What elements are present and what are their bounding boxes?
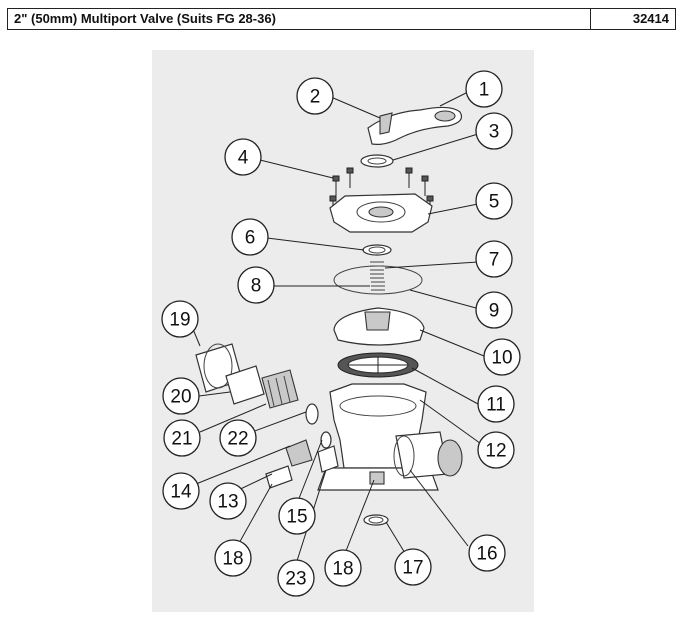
callout-label: 8 [251, 276, 262, 297]
o-ring-part [362, 244, 392, 256]
callout-7: 7 [475, 240, 513, 278]
callout-12: 12 [477, 431, 515, 469]
drain-plug-part [317, 445, 339, 473]
callout-16: 16 [468, 534, 506, 572]
callout-5: 5 [475, 182, 513, 220]
sight-glass-insert-part [265, 465, 293, 489]
callout-6: 6 [231, 218, 269, 256]
callout-18b: 18 [214, 539, 252, 577]
callout-label: 3 [489, 122, 500, 143]
callout-17: 17 [394, 548, 432, 586]
callout-label: 17 [402, 558, 423, 579]
valve-cover-part [329, 193, 433, 233]
callout-3: 3 [475, 112, 513, 150]
callout-10: 10 [483, 338, 521, 376]
callout-18a: 18 [324, 549, 362, 587]
callout-label: 23 [285, 569, 306, 590]
bottom-o-ring-part [363, 514, 389, 526]
callout-22: 22 [219, 419, 257, 457]
washer-part [360, 154, 394, 168]
callout-8: 8 [237, 266, 275, 304]
union-o-ring-part [305, 403, 319, 425]
callout-label: 7 [489, 250, 500, 271]
callout-label: 22 [227, 429, 248, 450]
callout-14: 14 [162, 472, 200, 510]
callout-label: 4 [238, 148, 249, 169]
part-code: 32414 [632, 11, 669, 26]
sight-glass-part [285, 439, 313, 467]
callout-label: 15 [286, 507, 307, 528]
callout-label: 5 [489, 192, 500, 213]
callout-label: 9 [489, 301, 500, 322]
threaded-fitting-part [261, 369, 299, 409]
callout-label: 21 [171, 429, 192, 450]
callout-label: 10 [491, 348, 512, 369]
callout-label: 18 [332, 559, 353, 580]
callout-15: 15 [278, 497, 316, 535]
callout-label: 11 [486, 395, 506, 416]
callout-label: 12 [485, 441, 506, 462]
callout-21: 21 [163, 419, 201, 457]
callout-label: 6 [245, 228, 256, 249]
spider-gasket-part [337, 352, 419, 378]
spring-small-part [371, 281, 385, 291]
callout-label: 13 [217, 492, 238, 513]
callout-23: 23 [277, 559, 315, 597]
callout-label: 20 [170, 387, 191, 408]
valve-body-part [317, 383, 463, 491]
header-bar: 2" (50mm) Multiport Valve (Suits FG 28-3… [7, 8, 676, 30]
handle-pin-part [379, 112, 393, 135]
callout-19: 19 [161, 300, 199, 338]
rotor-part [333, 307, 425, 346]
callout-4: 4 [224, 138, 262, 176]
callout-1: 1 [465, 70, 503, 108]
callout-20: 20 [162, 377, 200, 415]
callout-label: 16 [476, 544, 497, 565]
callout-13: 13 [209, 482, 247, 520]
callout-label: 1 [479, 80, 490, 101]
callout-label: 2 [310, 87, 321, 108]
callout-2: 2 [296, 77, 334, 115]
page-title: 2" (50mm) Multiport Valve (Suits FG 28-3… [8, 9, 591, 29]
callout-9: 9 [475, 291, 513, 329]
union-tail-part [225, 365, 265, 405]
gasket-ring-part [333, 265, 423, 295]
callout-11: 11 [477, 385, 515, 423]
spring-part [370, 261, 384, 279]
callout-label: 14 [170, 482, 192, 503]
small-o-ring-part [320, 431, 332, 449]
callout-label: 19 [169, 310, 190, 331]
callout-label: 18 [222, 549, 243, 570]
